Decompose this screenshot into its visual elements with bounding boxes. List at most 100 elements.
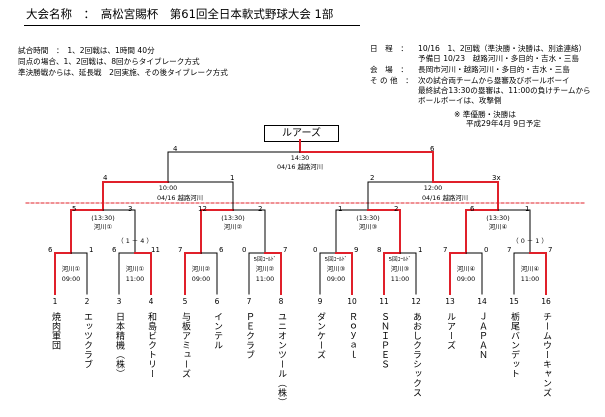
qf4-score-left: 6 <box>470 205 475 213</box>
team-name: ＰＥクラブ <box>244 312 254 360</box>
r1-m4-venue: 河川② <box>255 265 275 273</box>
r1-m8-venue: 河川④ <box>520 265 540 273</box>
r1-m3-score-right: 6 <box>219 246 224 254</box>
r1-m6-venue: 河川③ <box>390 265 410 273</box>
team-number: 10 <box>347 297 357 306</box>
r1-m6-called: 5回ｺｰﾙﾄﾞ <box>388 257 412 263</box>
r1-m8-note: （ 0 － 1 ） <box>512 237 548 245</box>
team-name: 和島ビクトリー <box>146 312 156 379</box>
team-number: 2 <box>84 297 90 306</box>
team-name: あおしクラシックス <box>411 312 421 398</box>
semi1-score-left: 4 <box>103 174 108 182</box>
r1-m7-venue: 河川④ <box>456 265 476 273</box>
r1-m4-called: 5回ｺｰﾙﾄﾞ <box>253 257 277 263</box>
r1-m5-venue: 河川③ <box>326 265 346 273</box>
venue-label: 会 場 ： <box>370 65 408 74</box>
r1-m5-score-left: 0 <box>313 246 318 254</box>
qf4-score-right: 1 <box>525 205 530 213</box>
semi1-place: 04/16 越路河川 <box>156 194 204 202</box>
team-name: インテル <box>212 312 222 350</box>
team-number: 3 <box>116 297 122 306</box>
qf1-venue: 河川① <box>93 223 113 231</box>
team-number: 8 <box>278 297 284 306</box>
qf2-score-right: 2 <box>258 205 263 213</box>
qf2-time: (13:30) <box>221 214 245 222</box>
semi2-score-left: 2 <box>370 174 375 182</box>
r1-m1-score-left: 6 <box>48 246 53 254</box>
team-name: Ｒｏｙａｌ <box>347 312 357 360</box>
team-number: 11 <box>379 297 389 306</box>
r1-m6-time: 11:00 <box>390 275 410 283</box>
team-number: 15 <box>509 297 519 306</box>
r1-m1-score-right: 1 <box>89 246 94 254</box>
qf1-score-left: 5 <box>72 205 77 213</box>
qf3-score-left: 1 <box>338 205 343 213</box>
r1-m1-time: 09:00 <box>61 275 81 283</box>
r1-m3-time: 09:00 <box>191 275 211 283</box>
team-number: 1 <box>52 297 58 306</box>
qf2-venue: 河川② <box>223 223 243 231</box>
team-number: 4 <box>148 297 154 306</box>
semi2-score-right: 3x <box>492 174 501 182</box>
r1-m7-time: 09:00 <box>456 275 476 283</box>
other-line-1: 次の試合両チームから塁審及びボールボーイ <box>418 76 570 85</box>
team-name: ＪＡＰＡＮ <box>477 312 487 360</box>
r1-m7-score-left: 7 <box>443 246 448 254</box>
team-number: 13 <box>445 297 455 306</box>
r1-m4-time: 11:00 <box>255 275 275 283</box>
team-number: 14 <box>477 297 487 306</box>
final-score-right: 6 <box>430 145 435 153</box>
team-name: 日本精機（株） <box>114 312 124 379</box>
champion-box: ルアーズ <box>264 125 339 142</box>
semi2-place: 04/16 越路河川 <box>421 194 469 202</box>
final-place: 04/16 越路河川 <box>276 163 324 171</box>
team-name: ユニオンツール（株） <box>276 312 286 407</box>
other-line-2: 最終試合13:30の塁審は、11:00の負けチームから <box>418 86 591 95</box>
r1-m5-time: 09:00 <box>326 275 346 283</box>
qf2-score-left: 12 <box>198 205 207 213</box>
qf1-score-right: 3 <box>128 205 133 213</box>
other-line-3: ボールボーイは、攻撃側 <box>418 96 502 105</box>
r1-m7-score-right: 0 <box>484 246 489 254</box>
team-name: ダンケーズ <box>315 312 325 360</box>
r1-m2-score-left: 6 <box>112 246 117 254</box>
tournament-title: 大会名称 ： 高松宮賜杯 第61回全日本軟式野球大会 1部 <box>26 7 334 21</box>
semi2-time: 12:00 <box>423 184 443 192</box>
r1-m5-score-right: 9 <box>354 246 359 254</box>
r1-m3-score-left: 7 <box>178 246 183 254</box>
team-name: エッツクラブ <box>82 312 92 369</box>
r1-m8-score-left: 7 <box>507 246 512 254</box>
r1-m8-time: 11:00 <box>520 275 540 283</box>
qf3-venue: 河川③ <box>358 223 378 231</box>
team-number: 16 <box>541 297 551 306</box>
team-number: 9 <box>317 297 323 306</box>
r1-m6-score-right: 1 <box>418 246 423 254</box>
team-number: 6 <box>214 297 220 306</box>
qf1-time: (13:30) <box>91 214 115 222</box>
team-name: 栃尾バンデット <box>509 312 519 379</box>
note-line-1: ※ 準優勝・決勝は <box>454 110 516 119</box>
team-name: ルアーズ <box>445 312 455 350</box>
title-underline <box>24 25 360 26</box>
r1-m5-called: 5回ｺｰﾙﾄﾞ <box>324 257 348 263</box>
r1-m2-time: 11:00 <box>125 275 145 283</box>
team-name: チームウーキャンズ <box>541 312 551 398</box>
schedule-label: 日 程 ： <box>370 44 408 53</box>
schedule-line-2: 予備日 10/23 越路河川・多目的・吉水・三島 <box>418 54 579 63</box>
team-number: 7 <box>246 297 252 306</box>
qf3-time: (13:30) <box>356 214 380 222</box>
team-number: 12 <box>411 297 421 306</box>
semi1-score-right: 1 <box>230 174 235 182</box>
venue-text: 長岡市河川・越路河川・多目的・吉水・三島 <box>418 65 570 74</box>
final-score-left: 4 <box>173 145 178 153</box>
semi1-time: 10:00 <box>158 184 178 192</box>
info-line-1: 試合時間 ： 1、2回戦は、1時間 40分 <box>18 46 155 55</box>
schedule-line-1: 10/16 1、2回戦（準決勝・決勝は、別途連絡） <box>418 44 587 53</box>
team-number: 5 <box>182 297 188 306</box>
r1-m8-score-right: 7 <box>548 246 553 254</box>
r1-m4-score-right: 7 <box>283 246 288 254</box>
team-name: 与板アミューズ <box>180 312 190 379</box>
info-line-3: 準決勝戦からは、延長戦 2回実施、その後タイブレーク方式 <box>18 68 228 77</box>
r1-m6-score-left: 8 <box>377 246 382 254</box>
